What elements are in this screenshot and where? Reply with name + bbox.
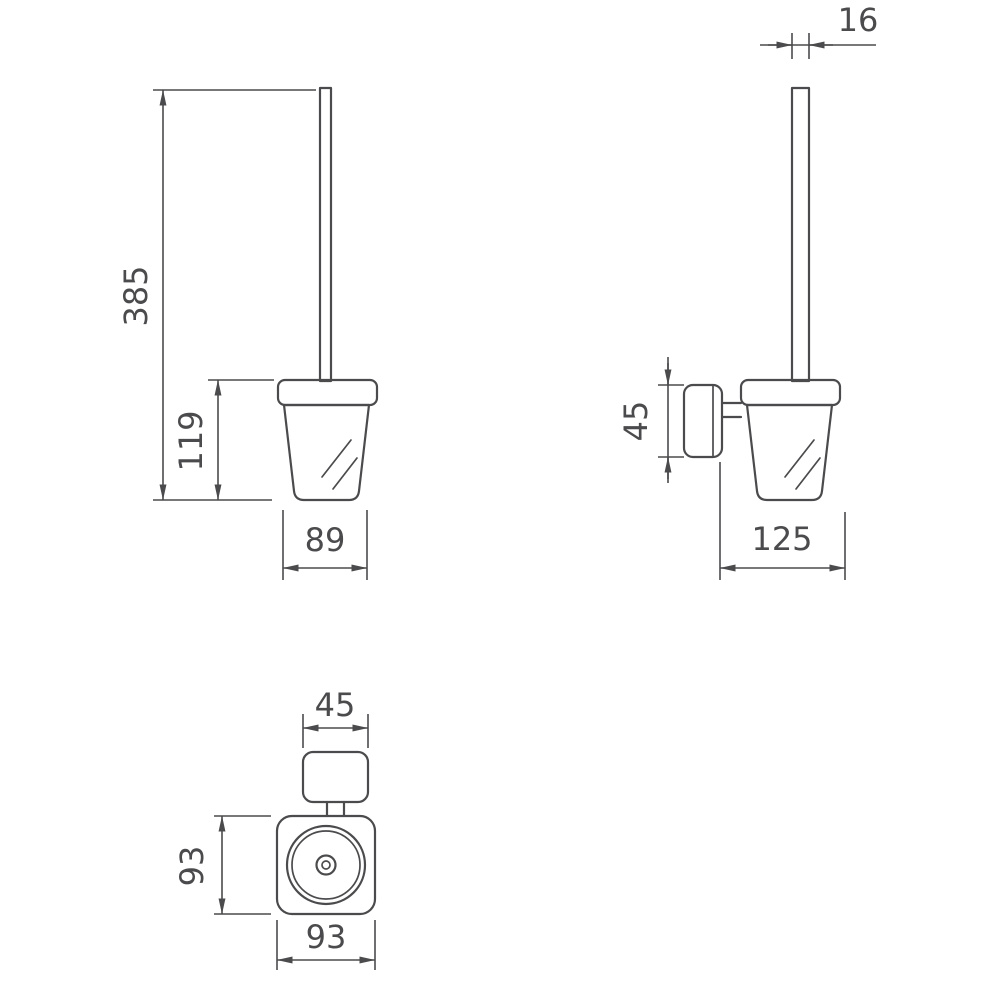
dim-label-overall-height: 385 (117, 265, 155, 326)
dimension-overall-height (153, 89, 316, 501)
dim-label-handle-depth: 16 (838, 1, 879, 39)
dimension-body-depth (214, 815, 271, 915)
dimension-bracket-height (658, 357, 684, 483)
dim-label-body-depth: 93 (173, 846, 211, 887)
glass-reflection-hatch (795, 457, 821, 490)
side-view (658, 33, 876, 580)
front-glass-cup (282, 403, 371, 502)
wall-bracket (682, 383, 724, 459)
dim-label-body-width: 93 (306, 918, 347, 956)
handle-top-circle (315, 854, 337, 876)
dimension-overall-depth (719, 462, 846, 580)
glass-reflection-hatch (332, 457, 358, 490)
side-glass-cup (745, 403, 834, 502)
drawing-lines (153, 33, 876, 970)
top-view (214, 714, 377, 970)
handle-top-center-dot (321, 860, 331, 870)
dimension-holder-width (282, 510, 368, 580)
top-holder-body (275, 814, 377, 916)
dim-label-bracket-width: 45 (315, 686, 356, 724)
dimension-body-width (276, 920, 376, 970)
dim-label-bracket-height: 45 (617, 401, 655, 442)
glass-rim-outer-circle (285, 824, 367, 906)
top-bracket-neck (325, 800, 346, 818)
dim-label-holder-width: 89 (305, 521, 346, 559)
bracket-arm (720, 401, 743, 419)
dimension-handle-depth (760, 33, 876, 59)
top-wall-bracket (301, 750, 370, 804)
glass-reflection-hatch (784, 439, 815, 478)
dimension-holder-height (208, 379, 274, 501)
glass-rim-inner-circle (291, 830, 361, 900)
front-view (153, 86, 379, 580)
dimension-labels: 385 119 89 16 45 125 45 93 93 (117, 1, 878, 956)
dimension-bracket-width (302, 714, 369, 748)
dim-label-holder-height: 119 (172, 410, 210, 471)
dim-label-overall-depth: 125 (751, 520, 812, 558)
glass-reflection-hatch (321, 439, 352, 478)
